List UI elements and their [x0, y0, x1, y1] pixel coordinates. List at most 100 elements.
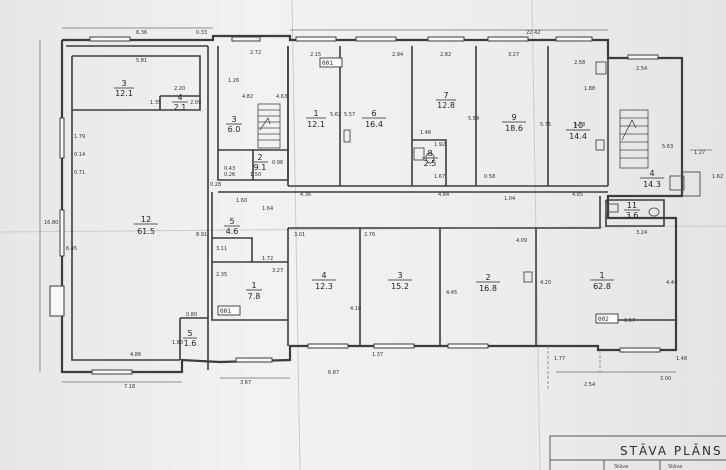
dimension-label: 1.26 — [228, 78, 239, 84]
stamp-label: 001 — [322, 60, 333, 67]
dimension-label: 2.72 — [250, 50, 261, 56]
room-number: 3 — [121, 79, 126, 88]
room-number: 5 — [187, 329, 192, 338]
room-number: 1 — [599, 271, 604, 280]
window — [627, 54, 659, 60]
interior-walls — [71, 46, 676, 370]
room-area: 16.8 — [479, 284, 497, 293]
sink-icon — [605, 203, 619, 213]
dimension-label: 3.11 — [216, 246, 227, 252]
dimension-label: 1.72 — [262, 256, 273, 262]
room-area: 7.8 — [248, 292, 261, 301]
dimension-label: 2.82 — [440, 52, 451, 58]
dimension-label: 5.63 — [662, 144, 673, 150]
room-area: 12.1 — [115, 89, 133, 98]
room-number: 4 — [177, 93, 182, 102]
dimension-label: 5.62 — [330, 112, 341, 118]
room-number: 5 — [229, 217, 234, 226]
dimension-label: 1.50 — [250, 172, 261, 178]
stamp-box — [217, 305, 241, 316]
window — [427, 36, 465, 42]
dimension-label: 4.09 — [516, 238, 527, 244]
dimension-label: 2.54 — [636, 66, 647, 72]
dimension-label: 4.85 — [572, 192, 583, 198]
toilet-icon — [648, 207, 660, 217]
room-area: 12.8 — [437, 101, 455, 110]
room-area: 18.6 — [505, 124, 523, 133]
room-number: 7 — [443, 91, 448, 100]
title-block-cell: Stāva — [668, 464, 682, 470]
dimension-label: 6.57 — [624, 318, 635, 324]
dimension-label: 1.60 — [236, 198, 247, 204]
dimension-label: 1.48 — [676, 356, 687, 362]
room-area: 2.1 — [174, 103, 187, 112]
dimension-label: 6.45 — [66, 246, 77, 252]
title-block-cell: Stāva — [614, 464, 628, 470]
dimension-label: 4.44 — [666, 280, 677, 286]
dimension-label: 16.80 — [44, 220, 58, 226]
room-labels: 3 12.1 4 2.1 12 61.5 3 6.0 2 9.1 1 12.1 … — [114, 79, 664, 348]
dimension-label: 5.57 — [344, 112, 355, 118]
radiator-icon — [595, 61, 607, 75]
window — [373, 343, 415, 349]
dimension-label: 4.84 — [438, 192, 449, 198]
dimension-label: 4.36 — [300, 192, 311, 198]
room-area: 9.1 — [254, 163, 267, 172]
room-number: 6 — [371, 109, 376, 118]
dimension-label: 1.92 — [434, 142, 445, 148]
dimension-label: 0.33 — [196, 30, 207, 36]
dimension-label: 0.28 — [210, 182, 221, 188]
dimension-label: 5.54 — [468, 116, 479, 122]
dimension-label: 2.76 — [364, 232, 375, 238]
toilet-icon — [413, 147, 425, 161]
plan-title: STĀVA PLĀNS — [620, 444, 723, 458]
window — [555, 36, 593, 42]
dimension-label: 2.58 — [574, 60, 585, 66]
dimension-label: 2.94 — [392, 52, 403, 58]
dimension-label: 4.63 — [276, 94, 287, 100]
room-number: 1 — [313, 109, 318, 118]
dimension-label: 0.26 — [224, 172, 235, 178]
dimension-label: 1.35 — [150, 100, 161, 106]
dimension-label: 2.15 — [310, 52, 321, 58]
title-block: STĀVA PLĀNS Stāva Stāva — [549, 435, 726, 470]
dimension-label: 1.27 — [694, 150, 705, 156]
dimension-label: 4.86 — [130, 352, 141, 358]
dimension-label: 3.67 — [240, 380, 251, 386]
room-area: 15.2 — [391, 282, 409, 291]
dimension-label: 0.80 — [186, 312, 197, 318]
paper-fold — [291, 0, 301, 470]
dimension-label: 1.04 — [504, 196, 515, 202]
dimension-label: 2.54 — [584, 382, 595, 388]
stamp-labels: 001 001 002 — [217, 57, 619, 324]
stamp-label: 001 — [220, 308, 231, 315]
window — [89, 36, 131, 42]
stamp-box — [319, 57, 343, 68]
dimension-label: 4.10 — [350, 306, 361, 312]
dimension-label: 22.42 — [526, 30, 540, 36]
dimension-label: 5.73 — [574, 122, 585, 128]
dimension-label: 1.62 — [712, 174, 723, 180]
room-area: 12.1 — [307, 120, 325, 129]
room-area: 14.4 — [569, 132, 587, 141]
room-number: 4 — [649, 169, 654, 178]
dimension-label: 2.35 — [216, 272, 227, 278]
room-number: 11 — [627, 201, 637, 210]
window — [231, 36, 261, 42]
room-number: 1 — [251, 281, 256, 290]
outer-walls — [60, 34, 684, 374]
sanitary-fixtures — [343, 61, 660, 283]
stamp-label: 002 — [598, 316, 609, 323]
dimension-label: 0.71 — [74, 170, 85, 176]
dimension-label: 8.91 — [196, 232, 207, 238]
dimension-label: 4.20 — [540, 280, 551, 286]
dimension-label: 0.96 — [272, 160, 283, 166]
room-number: 2 — [485, 273, 490, 282]
room-number: 10 — [573, 121, 583, 130]
dimension-label: 3.00 — [660, 376, 671, 382]
dimension-label: 0.43 — [224, 166, 235, 172]
radiator-icon — [523, 271, 533, 283]
dimension-label: 1.37 — [372, 352, 383, 358]
dimension-label: 1.64 — [262, 206, 273, 212]
